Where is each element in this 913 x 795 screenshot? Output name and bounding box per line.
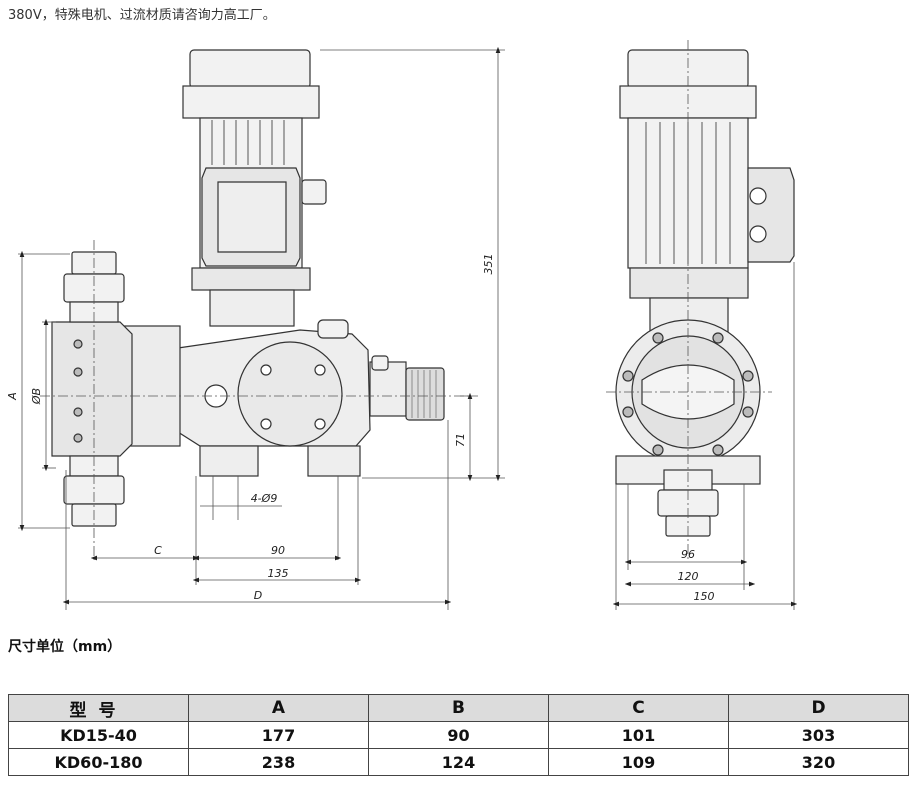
dim-71-label: 71 — [454, 433, 467, 447]
cell-a: 177 — [188, 721, 369, 749]
dim-150-label: 150 — [694, 590, 715, 603]
dim-351-label: 351 — [482, 254, 495, 275]
dimension-labels: A ØB 351 71 4-Ø9 C 90 135 D 96 120 150 — [6, 254, 715, 604]
cell-model: KD60-180 — [8, 748, 189, 776]
front-view-dimension-lines — [606, 40, 798, 610]
side-view-dimension-lines — [18, 46, 505, 610]
foot-right — [307, 445, 361, 477]
pump-head — [51, 321, 133, 457]
pump-dimension-drawing: A ØB 351 71 4-Ø9 C 90 135 D 96 120 150 — [0, 26, 913, 616]
dim-135-label: 135 — [268, 567, 289, 580]
drawing-svg: A ØB 351 71 4-Ø9 C 90 135 D 96 120 150 — [6, 40, 798, 610]
cell-model: KD15-40 — [8, 721, 189, 749]
cell-d: 320 — [728, 748, 909, 776]
cell-c: 109 — [548, 748, 729, 776]
cell-c: 101 — [548, 721, 729, 749]
cell-a: 238 — [188, 748, 369, 776]
dim-120-label: 120 — [678, 570, 699, 583]
foot-left — [199, 445, 259, 477]
front-motor-base — [629, 267, 749, 299]
motor-base — [191, 267, 311, 291]
intro-text: 380V，特殊电机、过流材质请咨询力高工厂。 — [8, 8, 276, 23]
dim-90-label: 90 — [271, 544, 285, 557]
gear-cover — [237, 341, 343, 447]
side-view — [51, 49, 445, 527]
header-c: C — [548, 694, 729, 722]
dimension-table: 型号 A B C D KD15-40 177 90 101 303 KD60-1… — [8, 694, 909, 776]
table-row: KD60-180 238 124 109 320 — [8, 748, 909, 776]
front-terminal-box — [747, 167, 795, 263]
header-b: B — [368, 694, 549, 722]
stroke-knob — [405, 367, 445, 421]
units-label: 尺寸单位（mm） — [8, 639, 122, 655]
dim-a-label: A — [6, 392, 19, 401]
dim-c-label: C — [154, 544, 162, 557]
cell-b: 90 — [368, 721, 549, 749]
terminal-box-cover — [217, 181, 287, 253]
dim-holes-label: 4-Ø9 — [251, 492, 278, 505]
dim-b-label: ØB — [30, 388, 43, 405]
table-header-row: 型号 A B C D — [8, 694, 909, 722]
header-d: D — [728, 694, 909, 722]
cell-b: 124 — [368, 748, 549, 776]
cell-d: 303 — [728, 721, 909, 749]
motor-cap — [189, 49, 311, 89]
table-row: KD15-40 177 90 101 303 — [8, 721, 909, 749]
pump-head-flange — [123, 325, 181, 447]
coupling — [209, 289, 295, 327]
header-a: A — [188, 694, 369, 722]
cable-gland — [301, 179, 327, 205]
header-model: 型号 — [8, 694, 189, 722]
dim-96-label: 96 — [681, 548, 695, 561]
oil-cap — [317, 319, 349, 339]
motor-fins — [211, 120, 285, 165]
dim-d-label: D — [254, 589, 262, 602]
motor-flange — [182, 85, 320, 119]
front-view — [615, 49, 795, 537]
